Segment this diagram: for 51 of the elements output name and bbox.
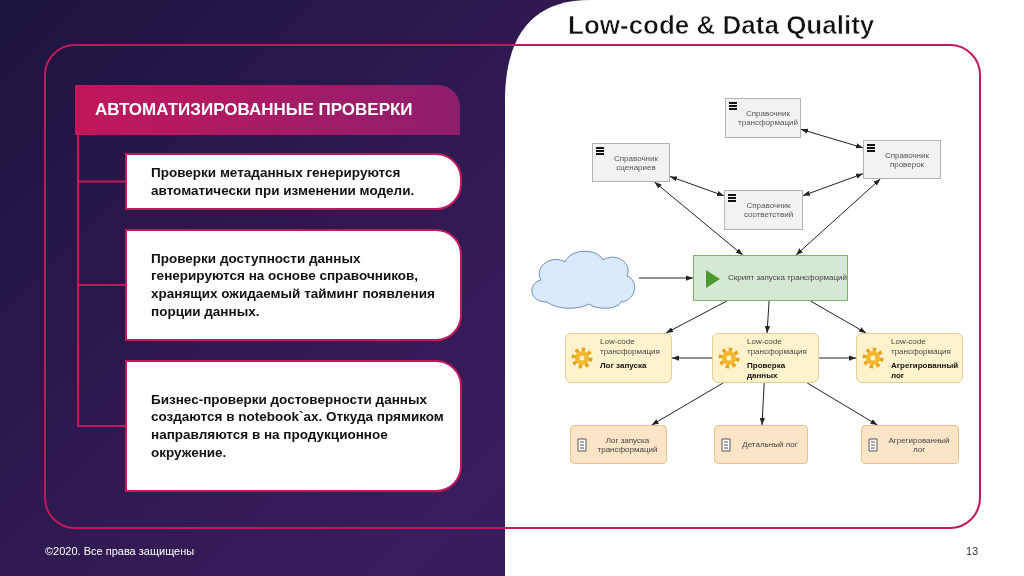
- log-box: [861, 425, 959, 464]
- card-text: Бизнес-проверки достоверности данных создаются в notebook`ax. Откуда прямиком направляются в на продукционное окружение.: [151, 390, 445, 462]
- log-box: [714, 425, 808, 464]
- box-label: Лог запуска трансформаций: [596, 435, 659, 454]
- connector-line: [77, 134, 126, 427]
- arrow: [651, 382, 724, 426]
- arrow: [638, 275, 694, 281]
- footer-copyright: ©2020. Все права защищены: [45, 545, 195, 557]
- box-label: Low-code трансформация: [600, 337, 661, 357]
- arrow: [665, 300, 728, 334]
- box-label: Справочник трансформаций: [738, 109, 798, 127]
- reference-box: [863, 140, 941, 179]
- box-subtitle: Лог запуска: [600, 361, 648, 371]
- box-label: Справочник соответствий: [742, 201, 795, 219]
- text-card: [125, 153, 462, 210]
- arrow: [818, 355, 857, 361]
- transformation-box: [712, 333, 819, 383]
- log-box: [570, 425, 667, 464]
- box-label: Детальный лог: [742, 440, 798, 449]
- transformation-box: [565, 333, 672, 383]
- box-subtitle: Проверка данных: [747, 361, 787, 381]
- box-label: Low-code трансформация: [747, 337, 808, 357]
- box-label: Скрипт запуска трансформаций: [728, 273, 848, 282]
- reference-box: [724, 190, 803, 230]
- box-label: Справочник проверок: [884, 150, 930, 169]
- transformation-box: [856, 333, 963, 383]
- box-label: Справочник сценариев: [613, 153, 659, 172]
- box-label: Low-code трансформация: [891, 337, 952, 357]
- arrow: [795, 178, 881, 256]
- arrow: [669, 176, 725, 197]
- text-card: [125, 360, 462, 492]
- arrow: [800, 128, 864, 149]
- arrow: [764, 300, 771, 334]
- arrow: [759, 382, 765, 426]
- arrow: [809, 300, 867, 334]
- text-card: [125, 229, 462, 341]
- card-text: Проверки доступности данных генерируются на основе справочников, хранящих ожидаемый тайминг появления порции данных.: [151, 249, 436, 321]
- section-banner: [75, 85, 460, 135]
- box-subtitle: Агрегированный лог: [891, 361, 960, 381]
- arrow: [806, 382, 878, 426]
- arrow: [802, 173, 864, 197]
- card-text: Проверки метаданных генерируются автоматически при изменении модели.: [151, 163, 416, 200]
- reference-box: [592, 143, 670, 182]
- arrow: [654, 181, 744, 256]
- process-box: [693, 255, 848, 301]
- slide-title: Low-code & Data Quality: [568, 10, 875, 41]
- arrow: [671, 355, 713, 361]
- heading-text: АВТОМАТИЗИРОВАННЫЕ ПРОВЕРКИ: [95, 100, 413, 120]
- reference-box: [725, 98, 801, 138]
- page-number: 13: [966, 545, 979, 557]
- box-label: Агрегированный лог: [887, 435, 951, 454]
